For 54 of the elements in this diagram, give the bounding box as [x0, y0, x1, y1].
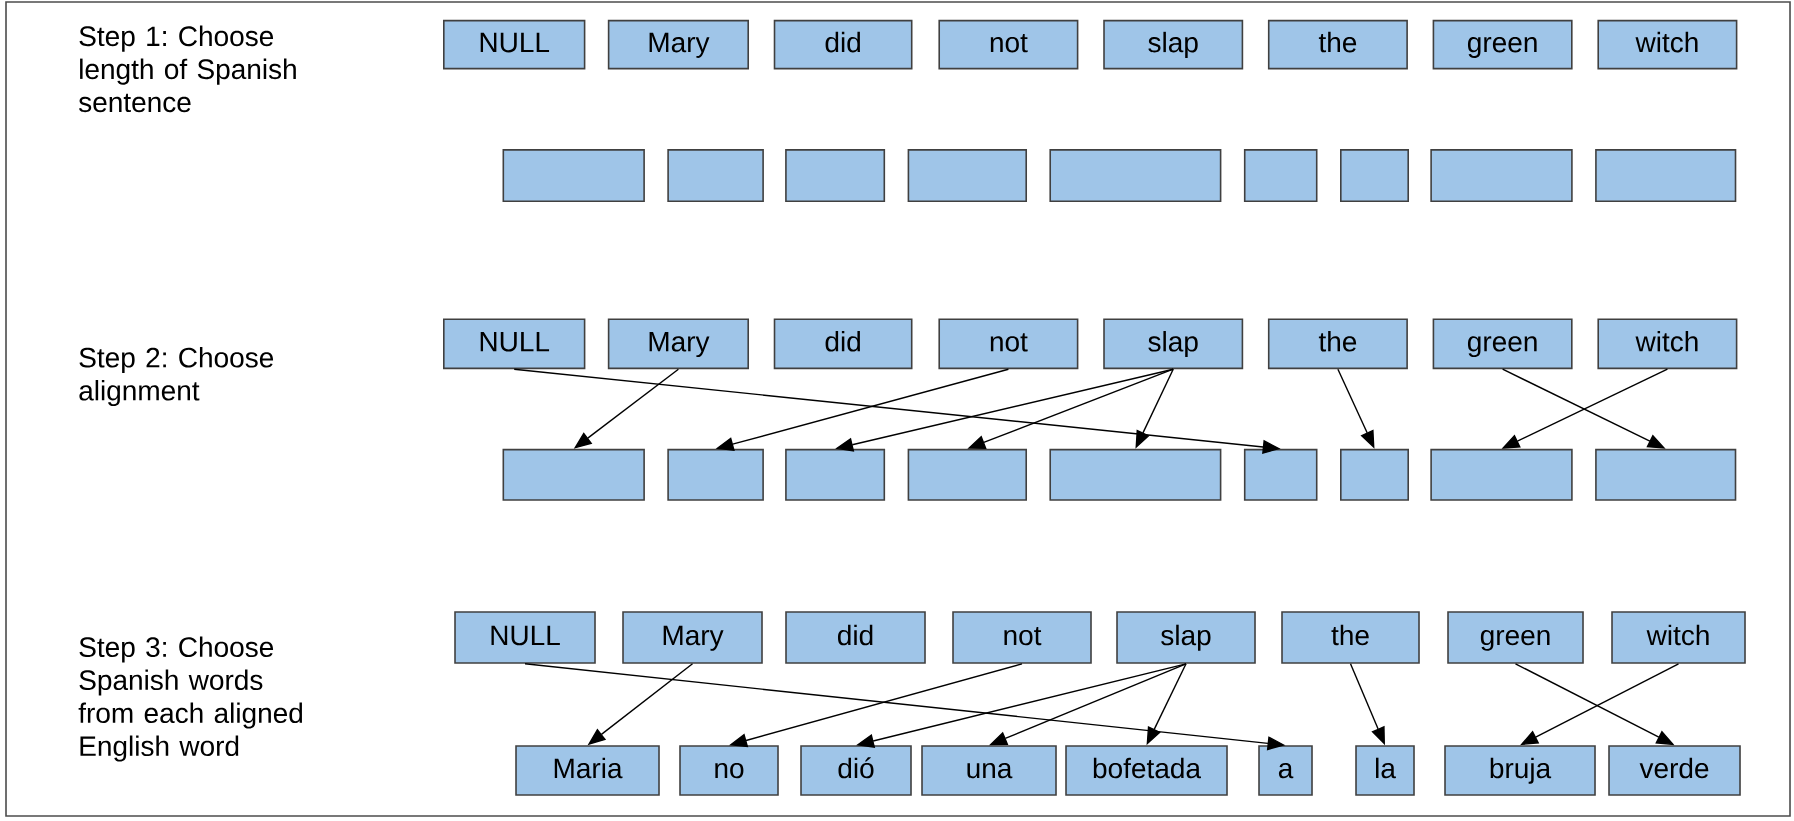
word-box: not: [952, 611, 1092, 664]
empty-word-box: [1430, 448, 1573, 501]
empty-word-box: [502, 149, 645, 203]
empty-word-box: [1595, 149, 1737, 203]
step-label: Step 2: Choose alignment: [79, 347, 274, 407]
empty-word-box: [1340, 149, 1409, 203]
empty-word-box: [502, 448, 645, 501]
word-box: green: [1447, 611, 1584, 664]
empty-word-box: [667, 149, 764, 203]
word-box: la: [1355, 745, 1415, 796]
word-box: witch: [1597, 19, 1738, 70]
empty-word-box: [785, 149, 886, 203]
empty-word-box: [1430, 149, 1573, 203]
word-box: Maria: [515, 745, 660, 796]
empty-word-box: [907, 149, 1027, 203]
empty-word-box: [1340, 448, 1409, 501]
word-box: did: [773, 318, 913, 370]
word-box: a: [1258, 745, 1313, 796]
empty-word-box: [785, 448, 886, 501]
word-box: NULL: [454, 611, 596, 664]
step-label: Step 1: Choose length of Spanish sentence: [79, 25, 296, 113]
word-box: slap: [1103, 318, 1244, 370]
word-box: did: [773, 19, 913, 70]
word-box: dió: [800, 745, 912, 796]
empty-word-box: [1049, 149, 1222, 203]
word-box: not: [938, 19, 1079, 70]
word-box: witch: [1597, 318, 1738, 370]
word-box: green: [1432, 19, 1573, 70]
word-box: slap: [1116, 611, 1256, 664]
word-box: verde: [1608, 745, 1741, 796]
word-box: NULL: [443, 19, 586, 70]
word-box: the: [1281, 611, 1420, 664]
word-box: slap: [1103, 19, 1244, 70]
word-box: bofetada: [1065, 745, 1228, 796]
word-box: Mary: [607, 318, 749, 370]
word-box: witch: [1611, 611, 1746, 664]
empty-word-box: [1243, 448, 1318, 501]
word-box: green: [1432, 318, 1573, 370]
empty-word-box: [667, 448, 764, 501]
word-box: did: [785, 611, 926, 664]
word-box: the: [1267, 318, 1408, 370]
step-label: Step 3: Choose Spanish words from each aligned English word: [78, 636, 303, 762]
word-box: Mary: [622, 611, 763, 664]
empty-word-box: [1595, 448, 1737, 501]
word-box: NULL: [443, 318, 586, 370]
word-box: Mary: [607, 19, 749, 70]
word-box: no: [679, 745, 779, 796]
empty-word-box: [907, 448, 1027, 501]
word-box: una: [921, 745, 1057, 796]
word-box: bruja: [1444, 745, 1596, 796]
empty-word-box: [1049, 448, 1222, 501]
word-box: not: [938, 318, 1079, 370]
word-box: the: [1267, 19, 1408, 70]
empty-word-box: [1243, 149, 1318, 203]
